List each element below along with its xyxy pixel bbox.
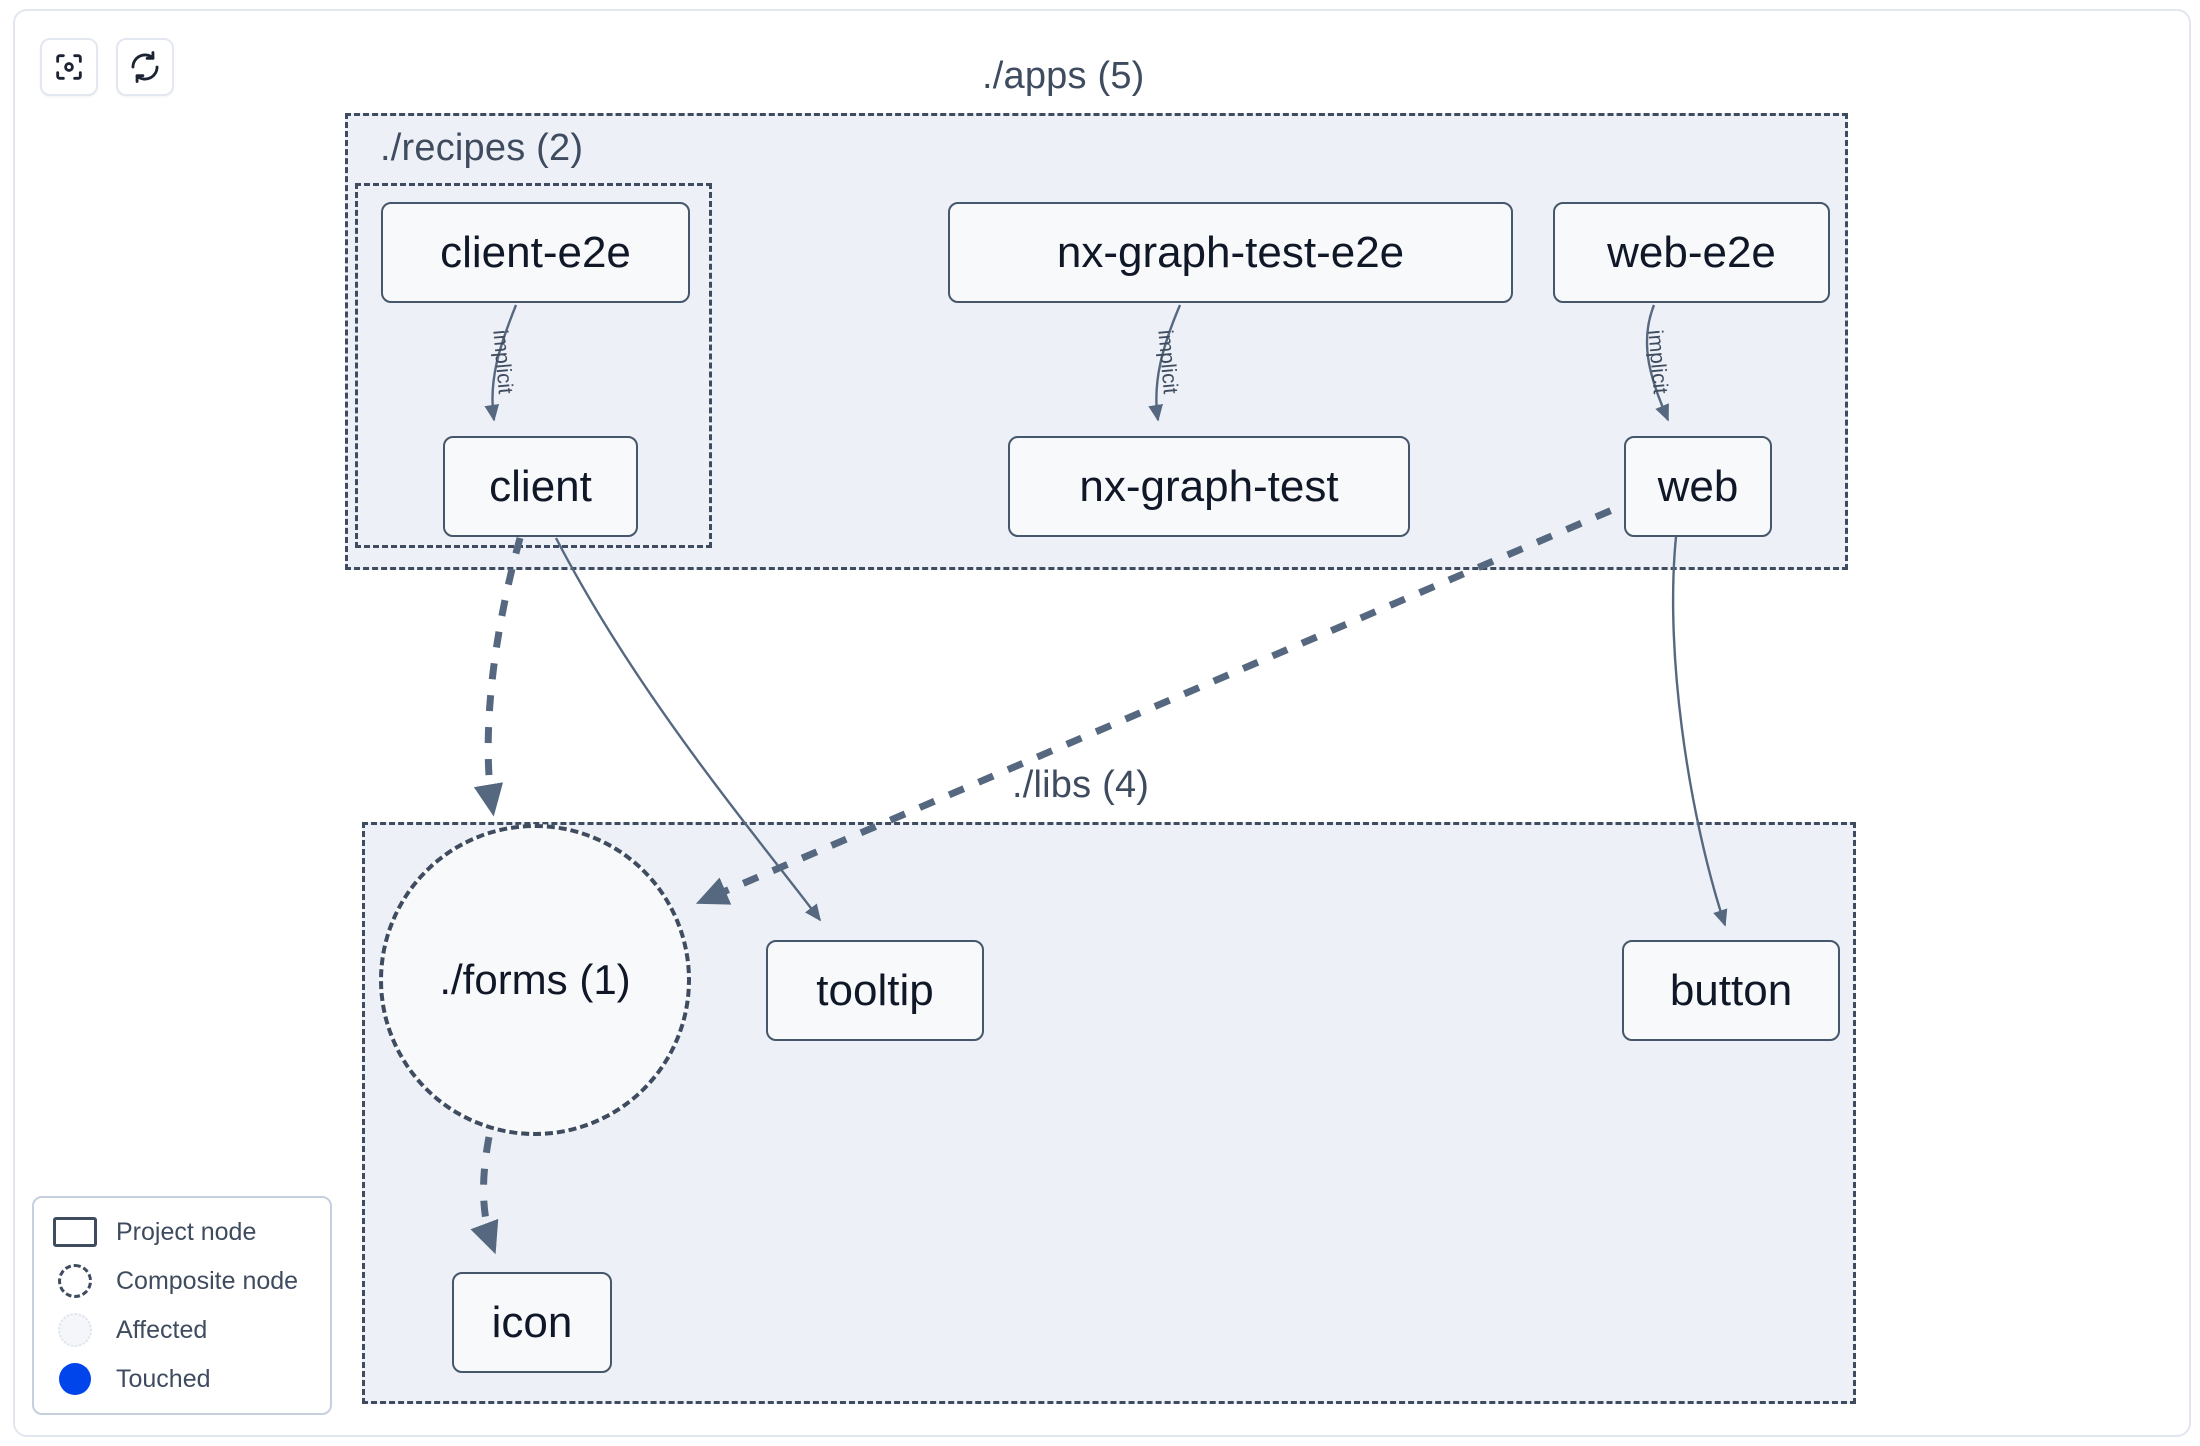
refresh-graph-button[interactable] bbox=[116, 38, 174, 96]
legend-item-touched: Touched bbox=[52, 1361, 312, 1397]
composite-node-swatch bbox=[52, 1264, 98, 1298]
edge-web-e2e-to-web[interactable] bbox=[1645, 304, 1670, 422]
legend-item-label: Composite node bbox=[116, 1266, 299, 1295]
graph-legend: Project node Composite node Affected Tou… bbox=[32, 1196, 332, 1415]
edge-web-to-forms[interactable] bbox=[695, 494, 1642, 906]
affected-swatch bbox=[52, 1313, 98, 1347]
edge-forms-to-icon[interactable] bbox=[470, 1136, 499, 1255]
touched-swatch bbox=[52, 1363, 98, 1395]
node-client-label: client bbox=[489, 461, 592, 511]
node-nx-graph-test[interactable]: nx-graph-test bbox=[1008, 436, 1410, 537]
node-web[interactable]: web bbox=[1624, 436, 1772, 537]
node-icon-label: icon bbox=[491, 1297, 573, 1347]
node-web-e2e[interactable]: web-e2e bbox=[1553, 202, 1830, 303]
node-client[interactable]: client bbox=[443, 436, 638, 537]
node-tooltip-label: tooltip bbox=[816, 965, 934, 1015]
edge-web-to-button[interactable] bbox=[1671, 511, 1728, 927]
legend-item-label: Touched bbox=[116, 1364, 211, 1393]
focus-graph-button[interactable] bbox=[40, 38, 98, 96]
group-recipes-label: ./recipes (2) bbox=[380, 127, 584, 169]
node-button-label: button bbox=[1669, 965, 1793, 1015]
edge-nx-graph-test-e2e-to-nx-graph-test[interactable] bbox=[1148, 304, 1182, 422]
legend-item-composite-node: Composite node bbox=[52, 1263, 312, 1299]
legend-item-label: Affected bbox=[116, 1315, 208, 1344]
group-apps-label: ./apps (5) bbox=[982, 55, 1145, 97]
focus-target-icon bbox=[52, 50, 86, 84]
edge-client-e2e-to-client[interactable] bbox=[484, 304, 518, 422]
legend-item-affected: Affected bbox=[52, 1312, 312, 1348]
node-nx-graph-test-label: nx-graph-test bbox=[1079, 461, 1339, 511]
node-web-e2e-label: web-e2e bbox=[1607, 227, 1776, 277]
edge-client-to-tooltip[interactable] bbox=[554, 537, 822, 922]
node-forms[interactable]: ./forms (1) bbox=[379, 824, 691, 1136]
legend-item-label: Project node bbox=[116, 1217, 257, 1246]
edge-client-to-forms[interactable] bbox=[473, 537, 524, 817]
legend-item-project-node: Project node bbox=[52, 1214, 312, 1250]
node-icon[interactable]: icon bbox=[452, 1272, 612, 1373]
node-nx-graph-test-e2e-label: nx-graph-test-e2e bbox=[1056, 227, 1405, 277]
node-web-label: web bbox=[1657, 461, 1739, 511]
node-tooltip[interactable]: tooltip bbox=[766, 940, 984, 1041]
graph-toolbar bbox=[40, 38, 174, 96]
node-client-e2e-label: client-e2e bbox=[440, 227, 631, 277]
project-node-swatch bbox=[52, 1217, 98, 1247]
node-forms-label: ./forms (1) bbox=[439, 956, 631, 1003]
node-button[interactable]: button bbox=[1622, 940, 1840, 1041]
group-libs-label: ./libs (4) bbox=[1012, 764, 1150, 806]
refresh-icon bbox=[128, 50, 162, 84]
node-nx-graph-test-e2e[interactable]: nx-graph-test-e2e bbox=[948, 202, 1513, 303]
node-client-e2e[interactable]: client-e2e bbox=[381, 202, 690, 303]
